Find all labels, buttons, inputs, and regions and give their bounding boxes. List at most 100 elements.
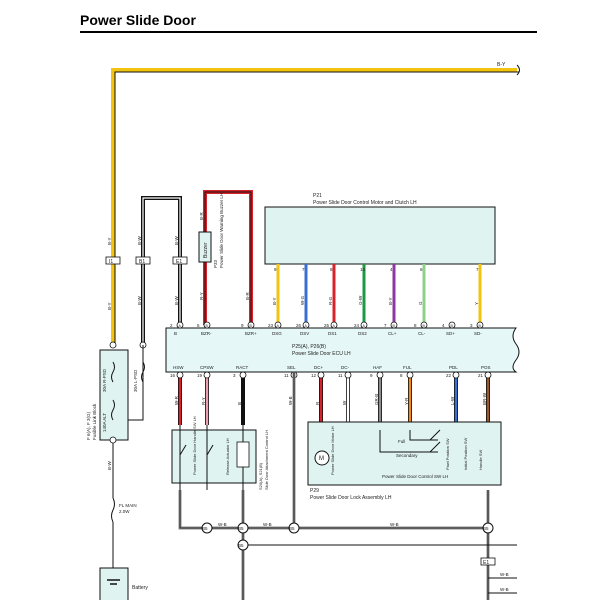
title-rule (80, 31, 537, 33)
ecu-bottom-wire-label: L-W (450, 396, 455, 405)
motor-pin-number: 8 (330, 267, 333, 272)
junction-4: B5 (483, 526, 489, 531)
ecu-bottom-pin-label: PDL (449, 365, 458, 370)
switch-box-a-sub: Release Actuator LH (225, 438, 230, 475)
upper-conn-3: E1 (176, 259, 182, 265)
junction-5: B5 (238, 543, 244, 548)
ground-label-1: W-B (218, 522, 227, 527)
feed-label-by: B-Y (107, 237, 112, 245)
secondary-label: Secondary (396, 453, 418, 458)
ecu-bottom-pin: PDL 22L-W (446, 365, 460, 422)
ecu-top-pin-label: DSV (300, 331, 309, 336)
ecu-bottom-pin-label: CPSW (200, 365, 214, 370)
ecu-bottom-pin-label: POS (481, 365, 491, 370)
motor-pin-label: Y (474, 302, 479, 305)
motor-pin-label: G-W (358, 295, 363, 305)
motor-wire: 4B-Y (388, 264, 396, 323)
ecu-bottom-pin-number: 11 (338, 373, 343, 378)
motor-pin-label: R-G (328, 296, 333, 305)
ecu-top-pin-conn: B (393, 324, 396, 328)
ecu-top-pin-number: 25 (324, 323, 330, 328)
ecu-bottom-pins: HSW16W-RCPSW19R-YRACT3BSEL11W-BDC+12RDC-… (170, 365, 492, 425)
ground-bus: B5 B5 B5 B5 B5 W-B W-B W-B E1 W-B W-B (178, 372, 517, 600)
ecu-bottom-wire-label: R-Y (201, 397, 206, 405)
feed-label-bw2: B-W (174, 236, 179, 246)
motor-pin-label: B-Y (388, 297, 393, 305)
ecu-bottom-pin-number: 21 (478, 373, 484, 378)
fuse-3: 140A ALT (102, 413, 107, 432)
buzzer-wire-2: B-R (245, 292, 250, 301)
motor-pin-label: B-Y (272, 297, 277, 305)
ecu-bottom-pin-number: 3 (233, 373, 236, 378)
ecu-top-pin-label: B (174, 331, 177, 336)
ecu-bottom-pin-label: RACT (236, 365, 249, 370)
ecu-bottom-wire-label: B (237, 402, 242, 405)
motor-pin-number: 7 (302, 267, 305, 272)
ecu-top-pin-label: DSG (272, 331, 282, 336)
ecu-top-pin-conn: A (363, 324, 366, 328)
ecu-top-pin-number: 24 (354, 323, 360, 328)
bottom-right-label-2: W-B (500, 587, 509, 592)
ecu-name: Power Slide Door ECU LH (292, 351, 351, 357)
ecu-top-pin-number: 23 (268, 323, 274, 328)
switch-box-a: Power Slide Door Handle SW LH Release Ac… (171, 416, 269, 490)
ecu-bottom-wire-label: BR-W (482, 392, 487, 405)
lock-assembly-code: P29 (310, 488, 319, 494)
ecu-bottom-wire-label: W-B (288, 396, 293, 405)
ecu-top-pin-number: 5 (197, 323, 200, 328)
buzzer-wire-top: B-R (199, 212, 204, 221)
ecu-top-pin-number: 26 (296, 323, 302, 328)
fuse-1: 30A R-PSD (102, 368, 107, 392)
ecu-bottom-pin-number: 12 (311, 373, 317, 378)
ground-label-2: W-B (263, 522, 272, 527)
ecu-top-pin-label: CL- (418, 331, 426, 336)
ecu-bottom-pin-number: 22 (446, 373, 452, 378)
motor-pin-label: W-G (300, 295, 305, 305)
lock-motor-name: Power Slide Door Motor LH (330, 426, 335, 475)
upper-conn-1: I1 (109, 259, 113, 265)
motor-wire: 10G-W (358, 264, 366, 323)
ecu-top-pin-label: SD- (474, 331, 482, 336)
ecu-bottom-pin-label: DC+ (314, 365, 323, 370)
ecu-top-pin-label: DS1 (328, 331, 337, 336)
lock-assembly: M Power Slide Door Motor LH Full Seconda… (307, 421, 502, 501)
ecu-bottom-pin-label: SEL (287, 365, 296, 370)
feed-label-by2: B-Y (107, 302, 112, 310)
ecu-top-pin-label: CL+ (388, 331, 397, 336)
junction-2: B5 (238, 526, 244, 531)
ecu-top-pin-number: 9 (241, 323, 244, 328)
junction-3: B5 (289, 526, 295, 531)
position-sw-label: Pawl Position SW (445, 438, 450, 470)
battery-wire-label: B-W (107, 461, 112, 471)
motor-wire: 8R-G (328, 264, 336, 323)
ecu-bottom-wire-label: GR-B (374, 394, 379, 405)
ecu-bottom-pin-label: HAF (373, 365, 382, 370)
junction-1: B5 (202, 526, 208, 531)
ecu-top-pin-number: 3 (470, 323, 473, 328)
battery: Battery (99, 567, 148, 600)
motor-clutch-box: P21 Power Slide Door Control Motor and C… (264, 193, 496, 323)
ecu-top-pin-conn: A (333, 324, 336, 328)
bottom-right-label-1: W-B (500, 572, 509, 577)
top-feed-line: B-Y (111, 62, 520, 347)
ground-label-3: W-B (390, 522, 399, 527)
ecu-bottom-wire-label: W-R (174, 395, 179, 405)
motor-wire: 7W-G (300, 264, 308, 323)
buzzer-label: Buzzer (203, 242, 209, 258)
upper-conn-2: B1 (139, 259, 145, 265)
ecu-top-pin-number: 4 (442, 323, 445, 328)
fusible-link-name: Fusible Link Block (92, 403, 97, 440)
ecu-bottom-pin-number: 11 (284, 373, 289, 378)
